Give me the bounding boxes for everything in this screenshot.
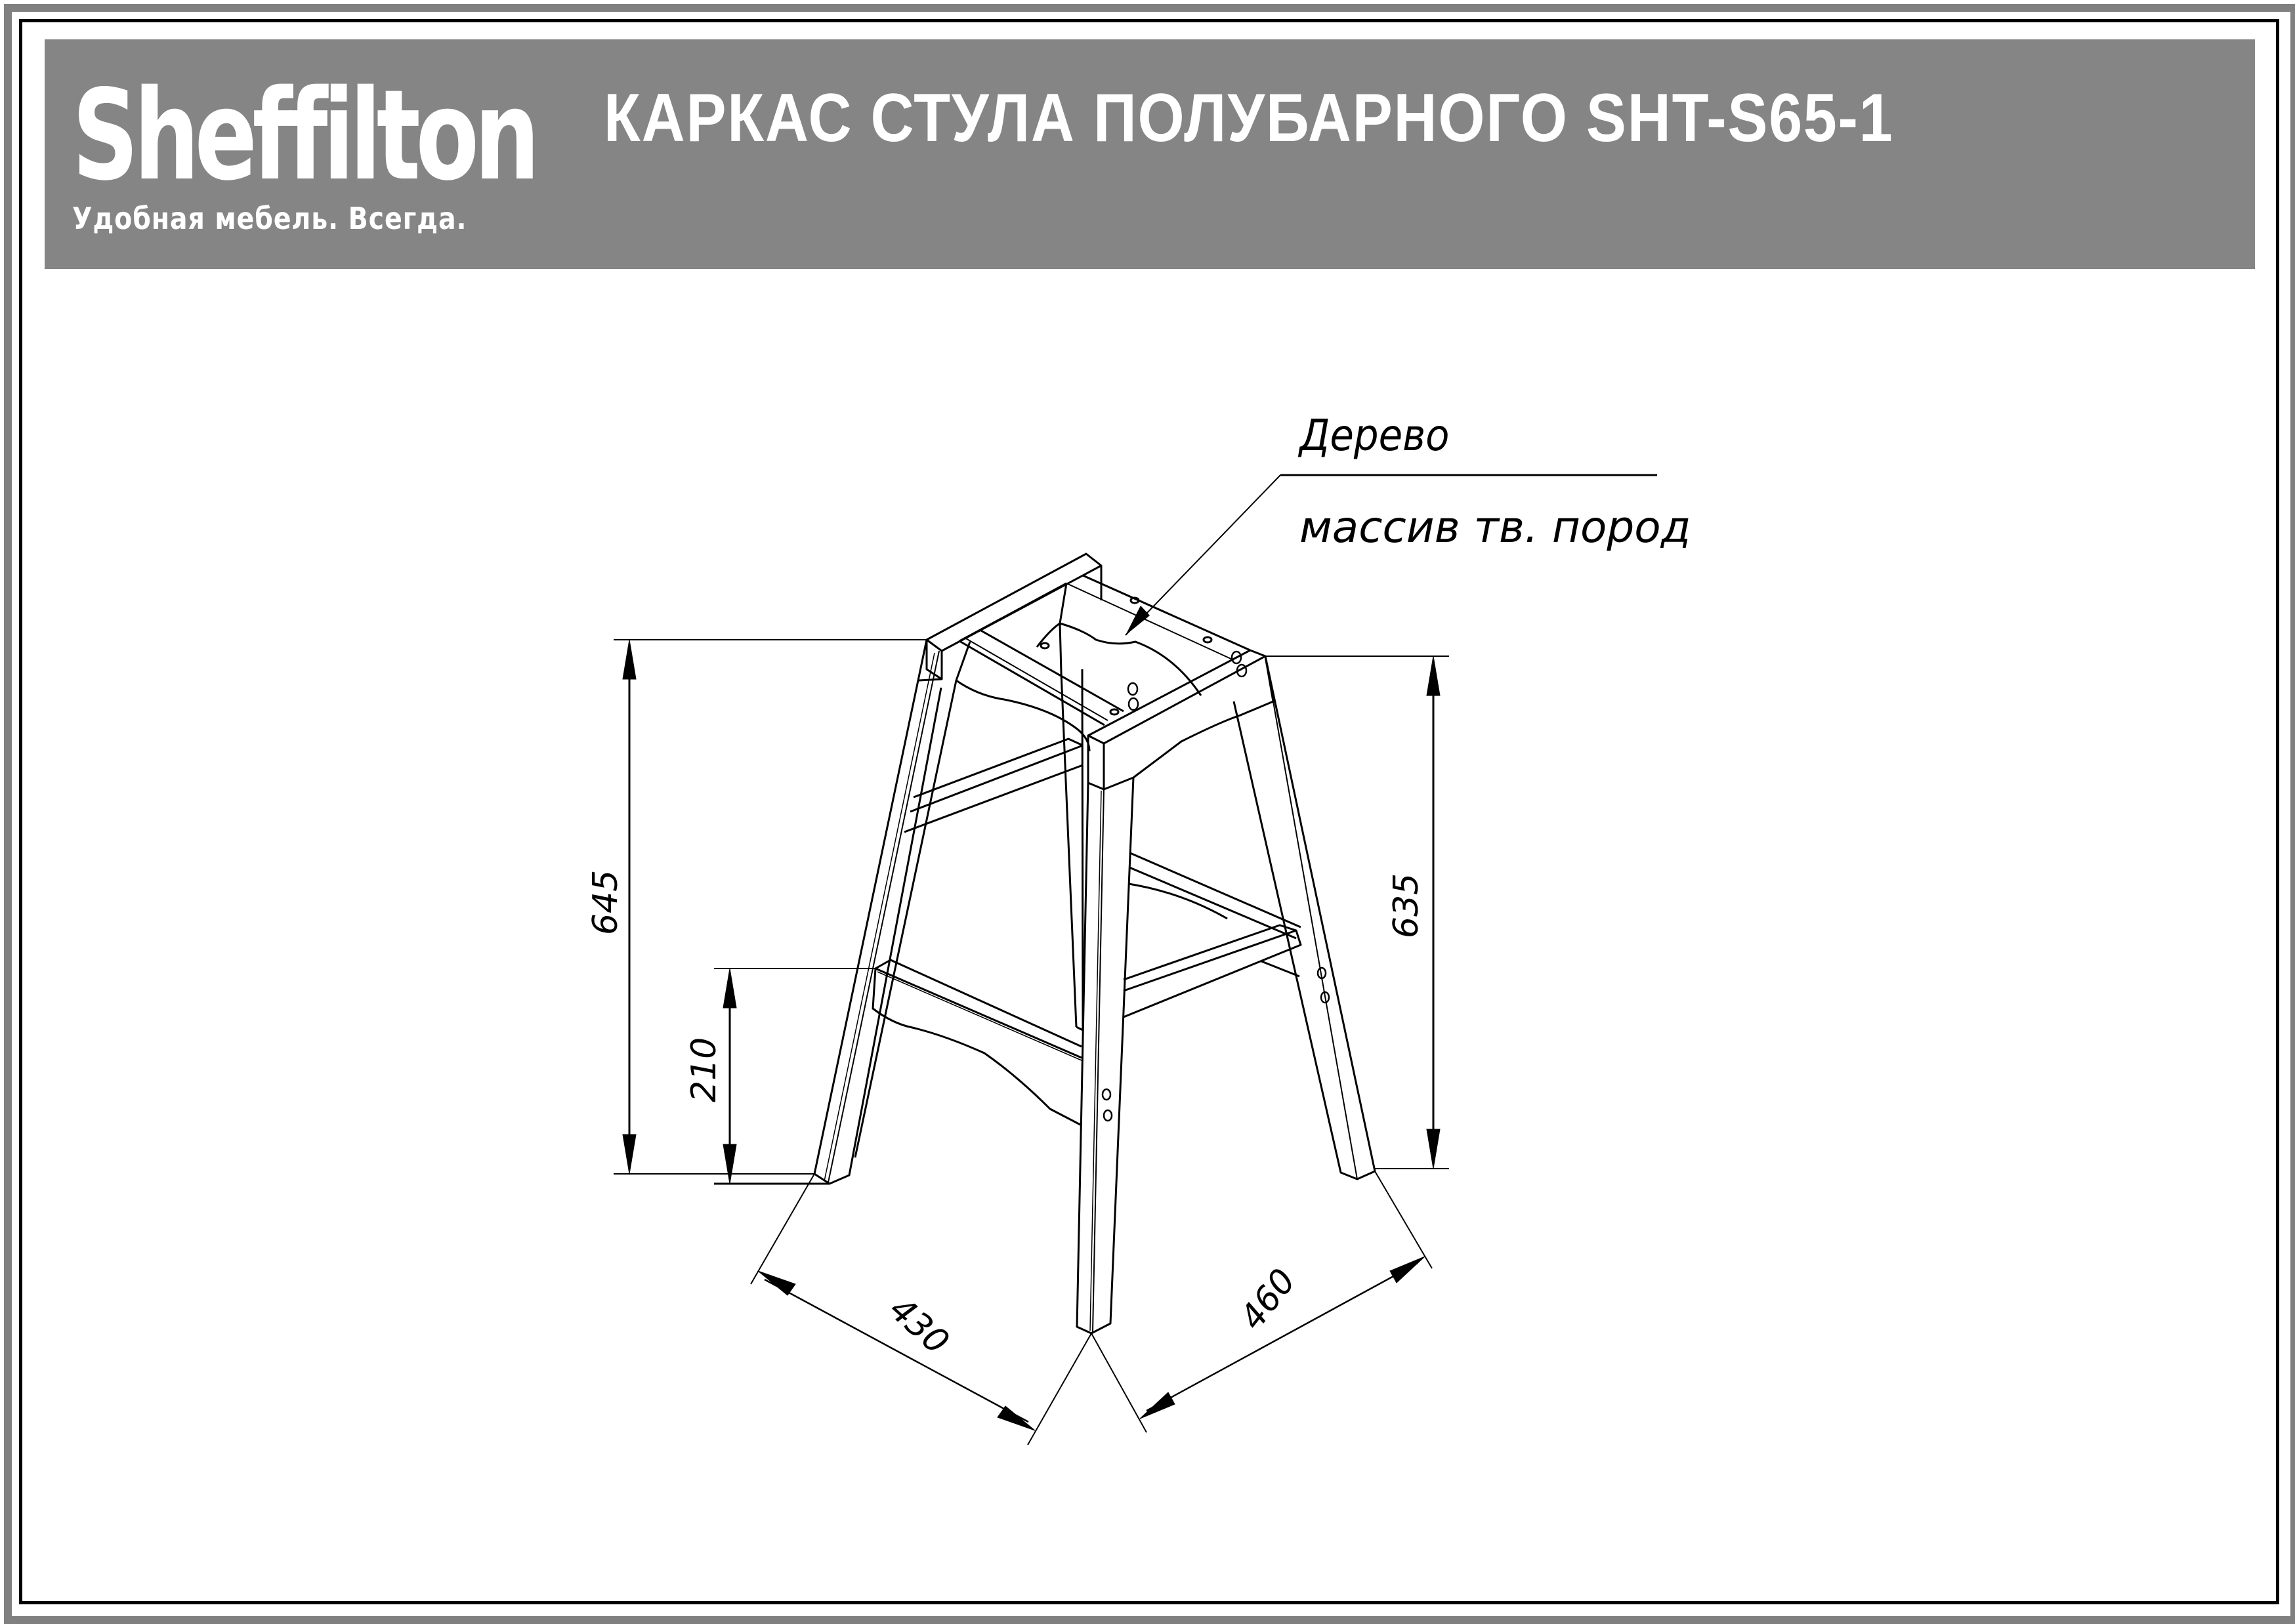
left-leg <box>813 639 971 1185</box>
dimension-460: 460 <box>1091 1171 1433 1433</box>
back-leg <box>1060 669 1084 1031</box>
dimension-635: 635 <box>1265 656 1449 1169</box>
dimension-label-430: 430 <box>881 1289 956 1362</box>
dimension-label-210: 210 <box>684 1037 724 1102</box>
dimension-430: 430 <box>750 1173 1092 1446</box>
right-leg <box>1232 656 1376 1180</box>
dimension-label-460: 460 <box>1232 1262 1303 1337</box>
title-banner: Sheffilton Удобная мебель. Всегда. <box>45 39 2255 269</box>
left-side-top-rail <box>956 629 1124 752</box>
dimension-210: 210 <box>684 968 875 1185</box>
inner-drawing-border <box>19 19 2279 1604</box>
right-upper-stretcher <box>1129 853 1301 940</box>
front-leg <box>1076 777 1135 1335</box>
material-callout: Дерево массив тв. пород <box>1125 410 1691 636</box>
left-footrest-stretcher <box>872 959 1082 1127</box>
brand-tagline: Удобная мебель. Всегда. <box>72 201 467 236</box>
drawing-title: КАРКАС СТУЛА ПОЛУБАРНОГО SHT-S65-1 <box>604 80 1894 156</box>
right-footrest-stretcher <box>1123 924 1302 1018</box>
dimension-label-645: 645 <box>586 870 625 935</box>
dimension-645: 645 <box>586 639 927 1175</box>
material-label-hardwood: массив тв. пород <box>1299 502 1691 552</box>
left-upper-stretcher <box>904 738 1084 833</box>
brand-logo: Sheffilton Удобная мебель. Всегда. <box>72 67 698 234</box>
chair-frame <box>813 552 1376 1335</box>
material-label-wood: Дерево <box>1297 410 1449 461</box>
back-top-rail <box>925 552 1103 680</box>
brand-name: Sheffilton <box>72 63 540 208</box>
dimension-label-635: 635 <box>1387 873 1426 938</box>
back-side-top-rail <box>1036 574 1251 716</box>
